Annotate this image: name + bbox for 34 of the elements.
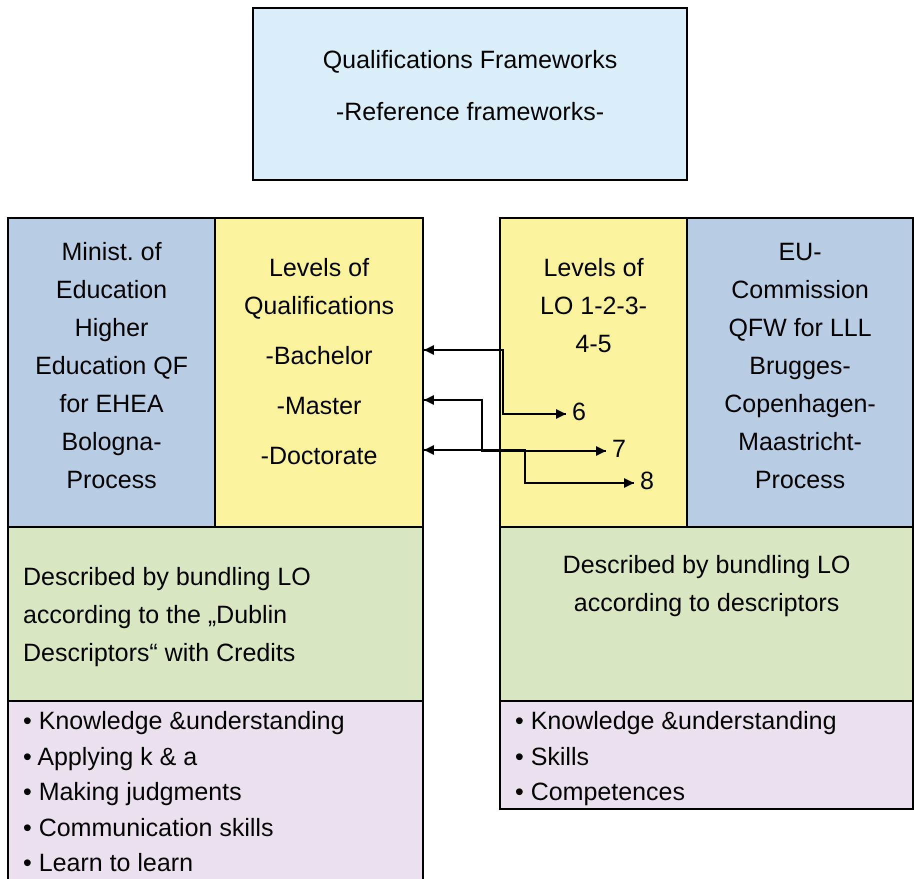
double-arrow: [424, 345, 566, 419]
outcomes-box: [7, 700, 424, 879]
box-text: -Doctorate: [260, 441, 378, 472]
box-heading: Qualifications Frameworks: [322, 45, 618, 76]
description-box: [499, 526, 914, 702]
list-item: • Competences: [515, 777, 686, 808]
list-item: • Knowledge &understanding: [515, 706, 838, 737]
list-item: • Knowledge &understanding: [23, 706, 346, 737]
list-item: • Applying k & a: [23, 742, 198, 772]
levels-box: [499, 217, 688, 528]
title-box: [252, 7, 688, 181]
box-text: -Bachelor: [266, 341, 372, 372]
double-arrow: [424, 445, 634, 488]
box-heading: Minist. of Education Higher Education QF for EHEA Bologna-Process: [34, 237, 189, 496]
box-heading: Levels of LO 1-2-3-4-5: [539, 253, 648, 360]
box-heading: EU-Commission QFW for LLL Brugges-Copenhagen-Maastricht-Process: [723, 237, 877, 496]
double-arrow: [424, 395, 606, 456]
level-number: 7: [608, 434, 630, 464]
outcomes-box: [499, 700, 914, 810]
ministry-box: [7, 217, 216, 528]
box-heading: Described by bundling LO according to descriptors: [562, 550, 852, 619]
box-heading: Levels of Qualifications: [242, 253, 396, 322]
levels-box: [214, 217, 424, 528]
box-heading: Described by bundling LO according to the „Dublin Descriptors“ with Credits: [23, 562, 312, 669]
list-item: • Skills: [515, 742, 590, 772]
box-text: -Reference frameworks-: [336, 97, 604, 128]
list-item: • Communication skills: [23, 812, 274, 844]
commission-box: [686, 217, 914, 528]
list-item: • Making judgments: [23, 777, 243, 808]
level-number: 6: [568, 397, 590, 427]
box-text: -Master: [276, 391, 362, 422]
list-item: • Learn to learn: [23, 848, 194, 879]
level-number: 8: [636, 466, 658, 496]
description-box: [7, 526, 424, 702]
